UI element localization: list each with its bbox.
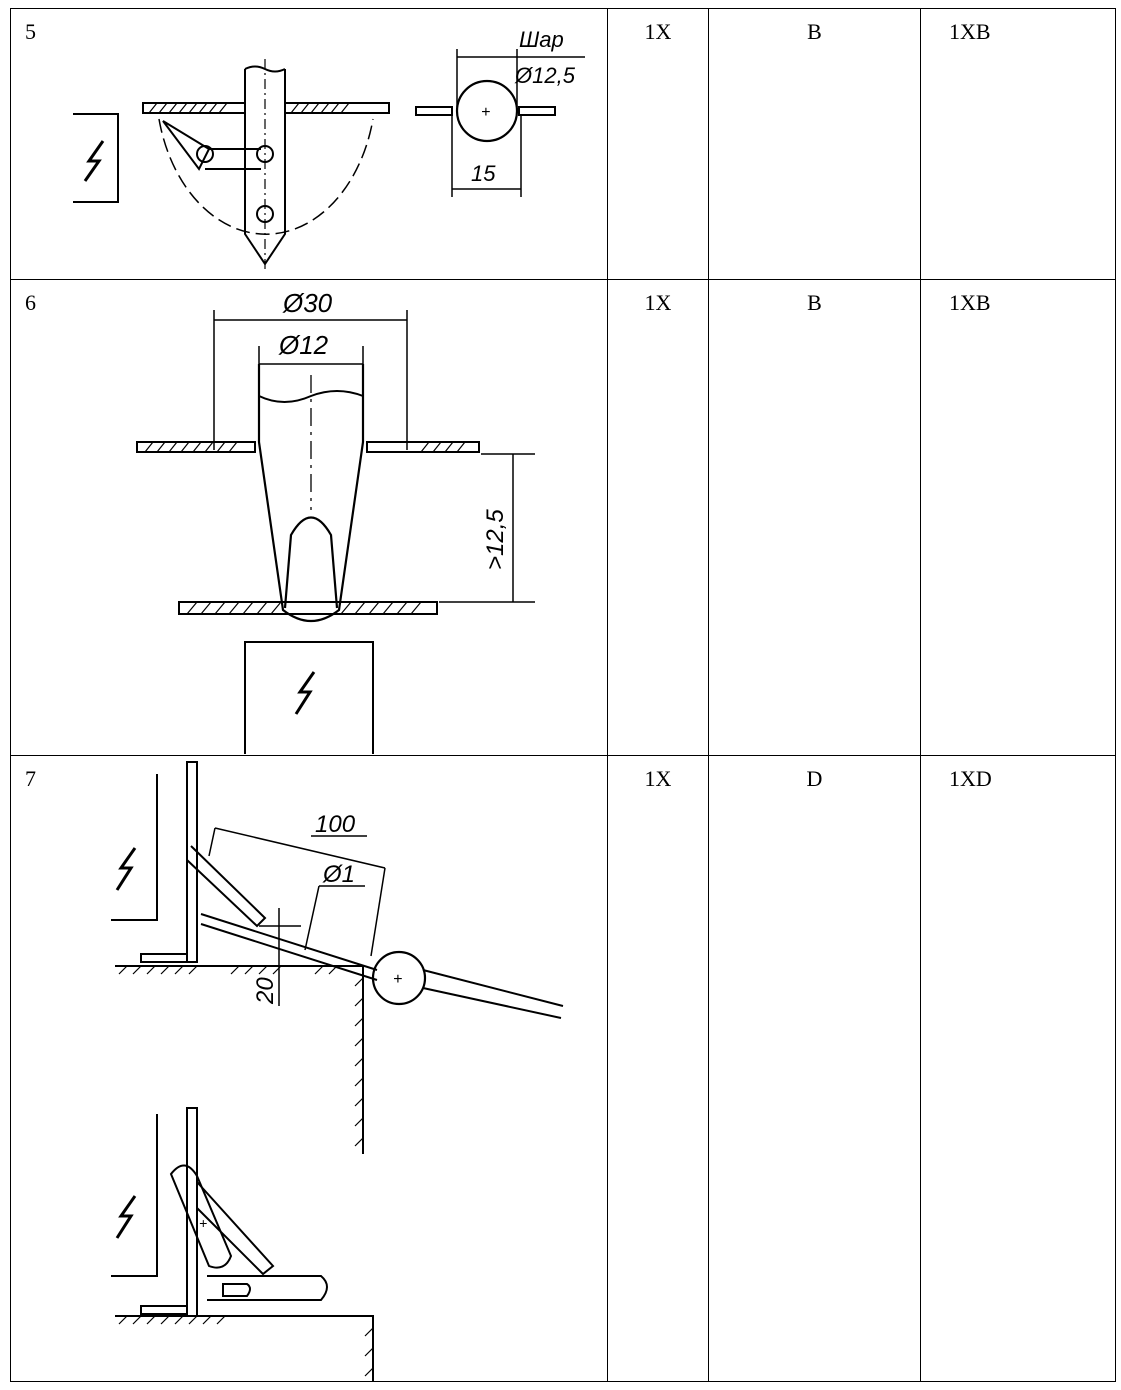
svg-text:+: +	[481, 104, 490, 121]
ip-code-cell: 1XB	[949, 19, 991, 44]
ip-digit-cell: 1X	[644, 19, 672, 44]
ip-digit-cell: 1X	[644, 766, 672, 791]
ip-code-cell: 1XD	[949, 766, 992, 791]
figure-cell: 7 +	[10, 755, 608, 1382]
row-number: 5	[25, 19, 36, 44]
table-row: 5	[10, 8, 1116, 280]
figure-cell: 6 Ø30 Ø12	[10, 279, 608, 756]
finger-probe-drawing: Ø30 Ø12	[136, 288, 535, 754]
svg-text:+: +	[199, 1215, 207, 1231]
width-dimension-label: 15	[471, 161, 496, 186]
additional-letter-cell: D	[806, 766, 823, 791]
additional-letter-cell: B	[807, 290, 822, 315]
depth-dimension-label: >12,5	[482, 509, 509, 570]
test-probe-drawing: + Шар Ø12,5 15	[73, 27, 585, 271]
row-number: 7	[25, 766, 36, 791]
additional-letter-cell: B	[807, 19, 822, 44]
svg-text:+: +	[393, 971, 402, 988]
lightning-icon	[244, 641, 374, 754]
table-row: 7 +	[10, 755, 1116, 1382]
length-dimension-label: 100	[315, 811, 356, 838]
row-number: 6	[25, 290, 36, 315]
outer-diameter-label: Ø30	[282, 288, 333, 318]
inner-diameter-label: Ø12	[278, 330, 329, 360]
protection-degree-table: 5	[10, 8, 1116, 1382]
wire-probe-drawing: +	[111, 761, 564, 1382]
lightning-icon	[73, 113, 119, 203]
lightning-icon	[111, 1114, 158, 1277]
ball-diameter-label: Ø12,5	[514, 63, 576, 88]
gap-dimension-label: 20	[252, 977, 279, 1005]
table-row: 6 Ø30 Ø12	[10, 279, 1116, 756]
ball-label: Шар	[519, 27, 564, 52]
ip-code-cell: 1XB	[949, 290, 991, 315]
ip-digit-cell: 1X	[644, 290, 672, 315]
wire-diameter-label: Ø1	[322, 861, 355, 888]
figure-cell: 5	[10, 8, 608, 280]
lightning-icon	[111, 774, 158, 921]
